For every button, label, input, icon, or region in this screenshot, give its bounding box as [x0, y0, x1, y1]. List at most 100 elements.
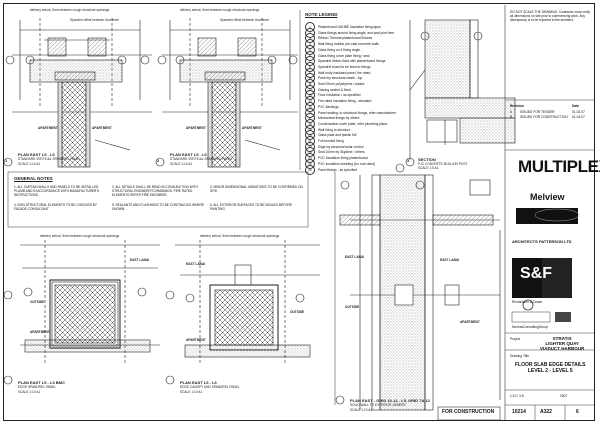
project-label: Project [510, 337, 521, 341]
legend-text: Glass plate and plastic foil [318, 133, 357, 138]
legend-text: Mechanical fixings by others [318, 116, 360, 121]
d2-title: PLAN EAST L5 - L6 [170, 152, 207, 157]
detail-6 [335, 163, 501, 411]
general-note: 5. SEALANTS AND FLASHINGS TO BE CONTINUO… [112, 203, 204, 211]
d2-top-note: delivery setout, 5mm between rough struc… [180, 8, 260, 12]
d2-tag: APARTMENT [186, 126, 206, 130]
legend-text: Ribbon Thermal plasterboard fixtures [318, 36, 373, 41]
d5-tag2: OUTSIDE [290, 310, 305, 314]
rev-date: 01.04.07 [572, 115, 585, 119]
rev-desc: ISSUED FOR TENDER [520, 110, 555, 114]
d1-title: PLAN EAST L5 - L6 [18, 152, 55, 157]
legend-text: Panel sealing: to structural fixings, re… [318, 110, 397, 115]
d4-sub: EDGE SPANDREL PANEL [18, 385, 56, 389]
detail-5 [165, 240, 320, 385]
general-note: 3. MINOR DIMENSIONAL VARIATIONS TO BE CO… [210, 185, 303, 193]
d4-top-note: delivery setout, 5mm between rough struc… [40, 234, 120, 238]
architect-name: ARCHITECTS PATTERSON LTD [512, 239, 572, 244]
d5-scale: SCALE 1:10 A1 [180, 390, 203, 394]
drawing-title: FLOOR SLAB EDGE DETAILS LEVEL 2 - LEVEL … [515, 362, 586, 374]
legend-text: PVC insulation sheeting (for roof rated) [318, 161, 375, 166]
d3-sub: PJC CONCRETE MULLION POST [418, 162, 468, 166]
legend-text: Condensation cover plate, refer plumbing… [318, 121, 388, 126]
d6-tag1: EAST LANAI [345, 255, 365, 259]
detail-4 [3, 240, 160, 385]
d6-sub: SOLID WALL TO EXTERIOR JOINERY [350, 403, 406, 407]
detail-1 [3, 18, 152, 168]
d6-tag3: APARTMENT [460, 320, 480, 324]
legend-text: Spandrel ribbon fixed with plasterboard … [318, 59, 386, 64]
general-note: 6. ALL EXTERIOR SURFACES TO BE SEALED BE… [210, 203, 292, 211]
status-stamp: FOR CONSTRUCTION [442, 409, 495, 415]
rev-desc: ISSUED FOR CONSTRUCTION [520, 115, 568, 119]
d2-sub: STANDARD VERTICAL SPANDREL PANEL [170, 157, 233, 161]
d1-number: 1 [5, 158, 8, 163]
d6-tag2: OUTSIDE [345, 305, 360, 309]
d4-title: PLAN EAST L5 - L6 BMC [18, 380, 65, 385]
d1-tag-b: APARTMENT [92, 126, 112, 130]
revision-number: 6 [576, 409, 579, 415]
legend-text: Panel fixings - as specified [318, 167, 358, 172]
date-value: 2007 [560, 394, 568, 398]
legend-text: Seal 20mm polystyrene / plastic [318, 81, 365, 86]
developer-logo: Melview [530, 192, 565, 202]
d6-scale: SCALE 1:10 A1 [350, 408, 373, 412]
legend-text: Glazing sealed & fixed [318, 87, 351, 92]
legend-title: NOTE LEGEND [305, 12, 338, 17]
general-notes-title: GENERAL NOTES [14, 176, 53, 181]
rev-date: 01.02.07 [572, 110, 585, 114]
legend-text: Wall fixing to structure [318, 127, 351, 132]
d5-tag1: EAST LANAI [186, 262, 206, 266]
d1-sub: STANDARD VERTICAL SPANDREL PANEL [18, 157, 81, 161]
legend-text: Fire rated insulation fixing - standard [318, 98, 372, 103]
rev-col-header: Revision [510, 104, 524, 108]
d4-scale: SCALE 1:10 A1 [18, 390, 41, 394]
rev-letter: A [510, 110, 513, 114]
legend-text: Wall fixing mullion pre-cast concrete wa… [318, 41, 379, 46]
d5-tag3: APARTMENT [186, 338, 206, 342]
legend-text: Seal 10mm by Skydiver / others [318, 150, 365, 155]
consultant-name: Richardson & Chase [512, 300, 543, 304]
general-note: 2. ALL DETAILS SHALL BE READ IN CONJUNCT… [112, 185, 198, 197]
legend-text: Foil bonded fixing [318, 138, 344, 143]
d2-tag-b: APARTMENT [242, 126, 262, 130]
d6-tag1-b: EAST LANAI [440, 258, 460, 262]
drawing-title-label: Drawing Title [510, 354, 530, 358]
d2-note2: Spandrel offset between floor level [220, 18, 269, 22]
consultant-logo: S&F [520, 265, 552, 282]
scale-value: 1:10 / 1:5 [510, 394, 524, 398]
disclaimer-note: DO NOT SCALE THE DRAWING. Contractor mus… [510, 10, 590, 22]
legend-text: PVC flashings [318, 104, 339, 109]
legend-text: Edge by structural solar control [318, 144, 364, 149]
d3-scale: SCALE 1:5 A1 [418, 166, 439, 170]
detail-3 [405, 19, 516, 167]
project-name: STRATIS LIGHTER QUAY VIADUCT HARBOUR [540, 336, 585, 351]
legend-text: Spandrel board to be fixed to fixings [318, 64, 371, 69]
d4-tag3: APARTMENT [30, 330, 50, 334]
job-number: 10214 [512, 409, 526, 415]
d1-tag: APARTMENT [38, 126, 58, 130]
d4-tag2: OUTSIDE [30, 300, 45, 304]
detail-2 [155, 18, 298, 168]
legend-number: 26 [305, 164, 315, 175]
rev-letter: B [510, 115, 513, 119]
d1-note2: Spandrel offset between floor level [70, 18, 119, 22]
sheet-border [3, 3, 595, 421]
d2-number: 2 [157, 158, 160, 163]
legend-text: PVC Insulation fixing plasterboard [318, 155, 368, 160]
d4-tag1: EAST LANAI [130, 258, 150, 262]
consulting-group: NuiressConsultingGroup [512, 325, 548, 329]
legend-text: Glass fixings around fixing angle, and s… [318, 30, 395, 35]
legend-text: Floor insulation / as specified [318, 93, 361, 98]
legend-text: Glass fixing cover plate fixing / seal [318, 53, 370, 58]
d5-top-note: delivery setout, 5mm between rough struc… [200, 234, 280, 238]
d1-scale: SCALE 1:10 A1 [18, 162, 41, 166]
contractor-logo: MULTIPLEX [518, 157, 600, 176]
legend-text: Wall body insulated panel, fire rated [318, 70, 371, 75]
d5-sub: EDGE CANOPY AND SPANDREL PANEL [180, 385, 240, 389]
d3-number: 3 [407, 158, 410, 163]
d1-top-note: delivery setout, 5mm between rough struc… [30, 8, 110, 12]
